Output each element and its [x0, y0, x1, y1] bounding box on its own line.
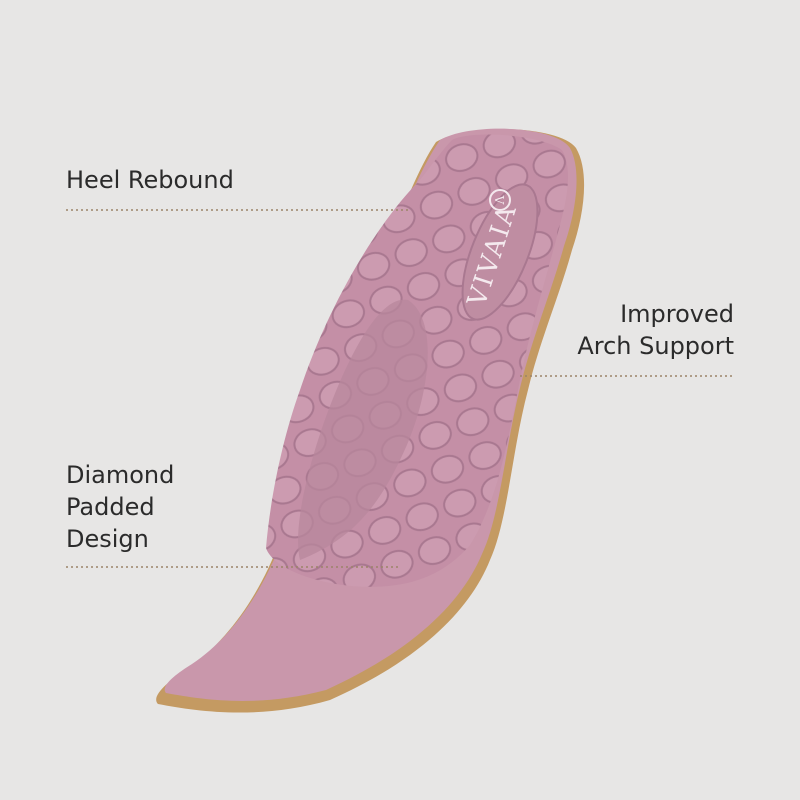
brand-oval: [461, 183, 539, 321]
label-heel-rebound: Heel Rebound: [66, 166, 234, 194]
brand-logo-icon: V: [489, 189, 511, 211]
arch-cushion: [298, 299, 428, 560]
svg-text:V: V: [492, 195, 506, 205]
label-diamond-padded-design: Diamond Padded Design: [66, 461, 175, 553]
label-improved-arch-support: Improved Arch Support: [577, 300, 734, 360]
